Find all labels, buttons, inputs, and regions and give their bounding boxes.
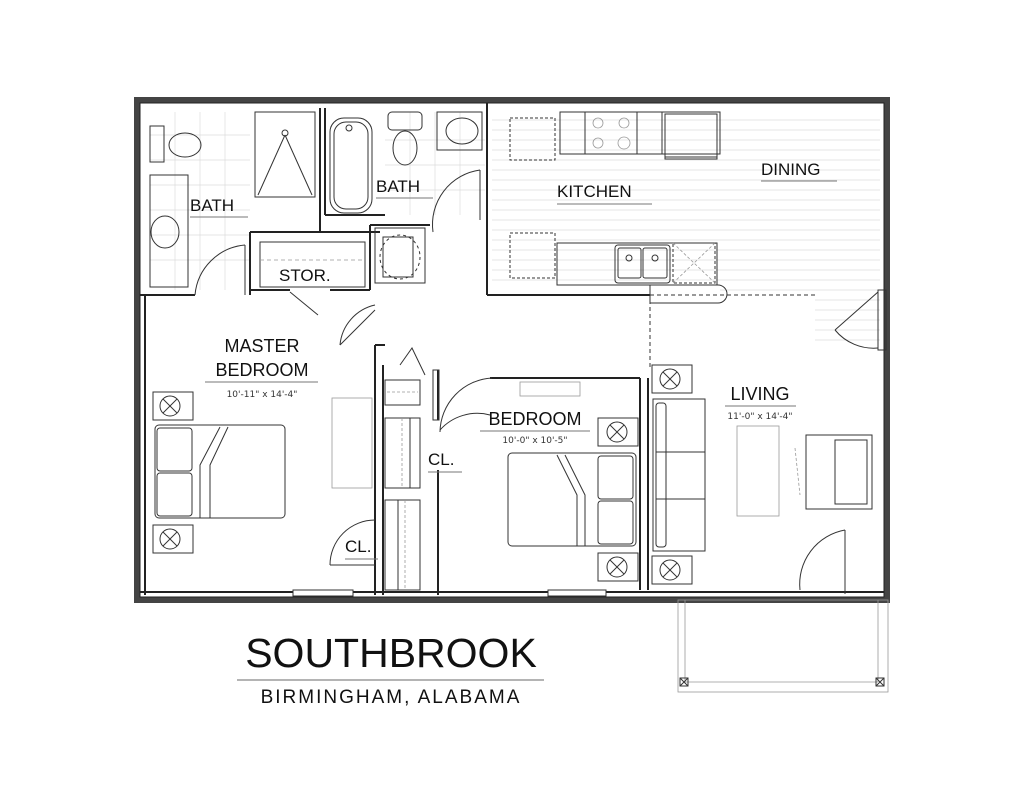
sink-icon xyxy=(614,244,671,284)
dim-master-bedroom: 10'-11" x 14'-4" xyxy=(227,390,298,400)
interior-walls xyxy=(140,103,884,595)
post-icon xyxy=(679,677,689,687)
entry-door xyxy=(834,289,887,351)
kitchen-fixtures xyxy=(509,111,728,304)
nightstand-lamp-icon xyxy=(159,395,181,417)
master-bedroom-furniture xyxy=(152,304,376,554)
door-swing-icon xyxy=(339,304,376,346)
label-bath-master: BATH xyxy=(190,196,234,215)
post-icon xyxy=(875,677,885,687)
sofa-icon xyxy=(652,398,706,552)
coffee-table-icon xyxy=(736,425,780,517)
sink-icon xyxy=(445,117,479,145)
label-bath-second: BATH xyxy=(376,177,420,196)
bed-icon xyxy=(154,424,286,519)
label-master-bedroom-line2: BEDROOM xyxy=(215,360,308,380)
refrigerator-icon xyxy=(664,113,718,160)
living-furniture xyxy=(651,364,873,594)
door-swing-icon xyxy=(432,169,481,233)
title-block: SOUTHBROOK BIRMINGHAM, ALABAMA xyxy=(237,630,544,708)
kitchen-plank-floor xyxy=(492,119,880,341)
door-swing-icon xyxy=(194,244,246,296)
label-closet-1: CL. xyxy=(428,450,454,469)
label-living: LIVING xyxy=(730,384,789,404)
dishwasher-icon xyxy=(672,242,716,284)
label-bedroom: BEDROOM xyxy=(488,409,581,429)
dresser-icon xyxy=(331,397,373,489)
breakfast-bar xyxy=(649,284,728,304)
door-swing-icon xyxy=(799,529,846,591)
bedroom-furniture xyxy=(439,377,639,582)
upper-cabinet-icon xyxy=(509,117,556,161)
room-labels: BATH BATH STOR. KITCHEN DINING MASTER BE… xyxy=(190,160,837,560)
label-storage: STOR. xyxy=(279,266,331,285)
bathtub-icon xyxy=(329,117,373,214)
label-closet-2: CL. xyxy=(345,537,371,556)
master-bath-fixtures xyxy=(149,111,316,296)
plan-name: SOUTHBROOK xyxy=(245,630,537,676)
closets xyxy=(329,347,491,591)
dim-living: 11'-0" x 14'-4" xyxy=(727,412,792,422)
bath-tile-floor xyxy=(150,112,485,290)
second-bath-fixtures xyxy=(329,111,483,284)
bed-icon xyxy=(507,452,637,547)
dim-bedroom: 10'-0" x 10'-5" xyxy=(502,436,567,446)
label-dining: DINING xyxy=(761,160,821,179)
water-heater-icon xyxy=(382,236,414,278)
windows xyxy=(292,589,607,597)
label-master-bedroom-line1: MASTER xyxy=(224,336,299,356)
shower-icon xyxy=(254,111,316,198)
toilet-icon xyxy=(392,130,418,166)
plan-location: BIRMINGHAM, ALABAMA xyxy=(261,687,522,708)
storage-closet xyxy=(259,241,366,316)
burner-icon xyxy=(592,117,604,129)
door-swing-icon xyxy=(329,519,376,566)
patio xyxy=(677,599,889,693)
toilet-icon xyxy=(168,132,202,158)
sink-icon xyxy=(150,215,180,249)
armchair-icon xyxy=(805,434,873,510)
label-kitchen: KITCHEN xyxy=(557,182,632,201)
exterior-wall xyxy=(134,97,890,603)
